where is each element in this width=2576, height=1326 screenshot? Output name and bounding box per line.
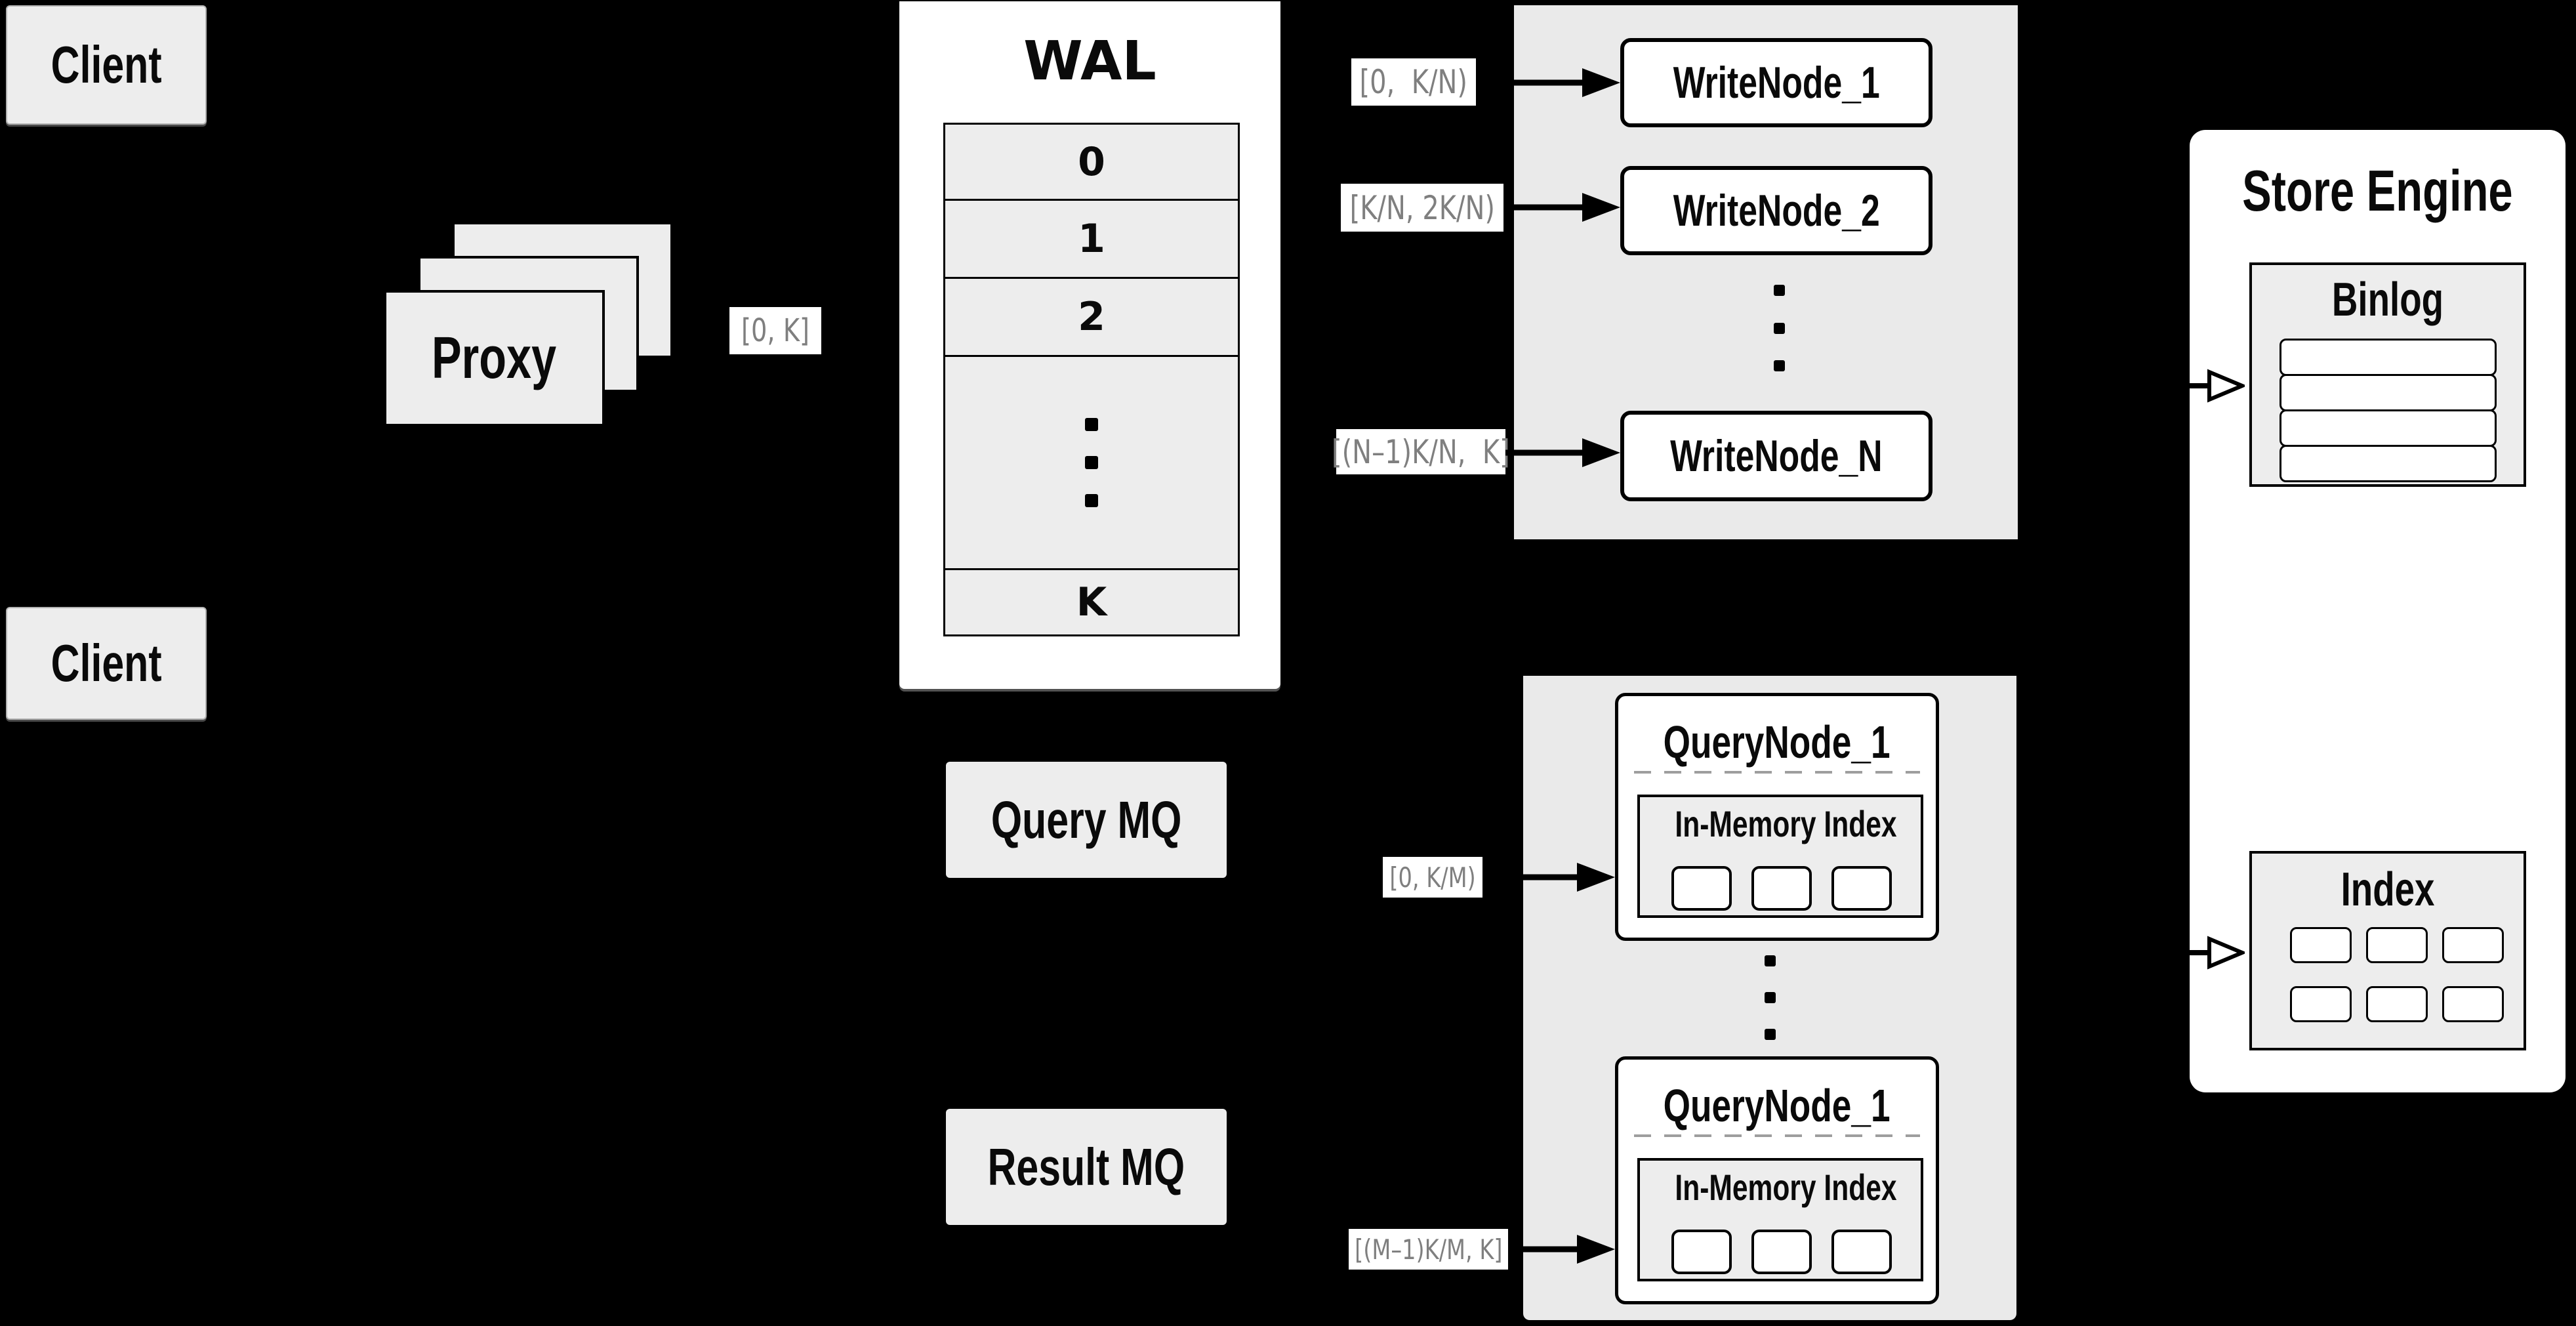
binlog-rows bbox=[2279, 339, 2497, 482]
ellipsis-dot bbox=[1765, 992, 1776, 1003]
index-cell bbox=[2366, 986, 2428, 1022]
index-cell bbox=[2366, 927, 2428, 963]
writenode-1-label: WriteNode_1 bbox=[1673, 58, 1880, 108]
index-box: Index bbox=[2249, 851, 2526, 1050]
querynode-top-title: QueryNode_1 bbox=[1664, 716, 1891, 768]
index-cell bbox=[2290, 927, 2352, 963]
querynode-top-box: QueryNode_1 In-Memory Index bbox=[1615, 693, 1939, 941]
wal-segment-0: 0 bbox=[945, 125, 1238, 199]
writenode-2-label: WriteNode_2 bbox=[1673, 186, 1880, 236]
ellipsis-dot bbox=[1765, 955, 1776, 966]
wal-table: 0 1 2 K bbox=[943, 123, 1240, 636]
range-label-proxy-out: [0, K] bbox=[729, 307, 821, 354]
in-memory-index-box-bottom: In-Memory Index bbox=[1637, 1158, 1923, 1281]
index-cell bbox=[2442, 927, 2504, 963]
client-box-top: Client bbox=[6, 5, 207, 125]
index-cell bbox=[2290, 986, 2352, 1022]
proxy-label: Proxy bbox=[432, 325, 557, 391]
binlog-row bbox=[2279, 374, 2497, 411]
memory-segment-cell bbox=[1831, 866, 1892, 911]
arrow-querynode-bottom-icon bbox=[1509, 1235, 1615, 1264]
memory-segment-cell bbox=[1751, 1230, 1812, 1274]
range-label-query-last: [(M–1)K/M, K] bbox=[1349, 1229, 1508, 1270]
wal-title: WAL bbox=[1023, 30, 1156, 93]
range-label-query-first: [0, K/M) bbox=[1383, 857, 1482, 898]
ellipsis-dot bbox=[1085, 418, 1098, 431]
arrow-binlog-icon bbox=[2153, 369, 2245, 403]
wal-segment-k: K bbox=[945, 568, 1238, 634]
wal-segment-2: 2 bbox=[945, 277, 1238, 355]
in-memory-index-title-top: In-Memory Index bbox=[1675, 803, 1897, 844]
querynode-bottom-title: QueryNode_1 bbox=[1664, 1080, 1891, 1131]
memory-segment-cell bbox=[1831, 1230, 1892, 1274]
in-memory-index-title-bottom: In-Memory Index bbox=[1675, 1167, 1897, 1208]
result-mq-box: Result MQ bbox=[946, 1109, 1227, 1225]
in-memory-index-box-top: In-Memory Index bbox=[1637, 795, 1923, 918]
memory-segment-cell bbox=[1671, 866, 1732, 911]
index-cell bbox=[2442, 986, 2504, 1022]
result-mq-label: Result MQ bbox=[987, 1137, 1185, 1196]
query-mq-box: Query MQ bbox=[946, 762, 1227, 878]
ellipsis-dot bbox=[1774, 323, 1785, 334]
arrow-index-icon bbox=[2153, 936, 2245, 970]
binlog-title: Binlog bbox=[2331, 274, 2444, 326]
store-engine-panel: Store Engine Binlog Index bbox=[2190, 130, 2566, 1092]
client-label-top: Client bbox=[51, 35, 162, 94]
binlog-row bbox=[2279, 339, 2497, 376]
querynode-bottom-box: QueryNode_1 In-Memory Index bbox=[1615, 1056, 1939, 1304]
ellipsis-dot bbox=[1765, 1029, 1776, 1040]
ellipsis-dot bbox=[1774, 360, 1785, 371]
client-label-bottom: Client bbox=[51, 634, 162, 692]
arrow-writenode-n-icon bbox=[1505, 438, 1620, 467]
memory-segments-top bbox=[1640, 866, 1921, 911]
writenode-n-box: WriteNode_N bbox=[1620, 411, 1932, 501]
memory-segment-cell bbox=[1751, 866, 1812, 911]
binlog-box: Binlog bbox=[2249, 262, 2526, 487]
arrow-querynode-top-icon bbox=[1484, 863, 1615, 892]
wal-segment-1: 1 bbox=[945, 199, 1238, 277]
querynode-top-separator bbox=[1634, 771, 1920, 774]
binlog-row bbox=[2279, 445, 2497, 482]
index-cells bbox=[2290, 927, 2524, 1022]
writenode-2-box: WriteNode_2 bbox=[1620, 166, 1932, 255]
binlog-row bbox=[2279, 409, 2497, 447]
query-mq-label: Query MQ bbox=[991, 790, 1182, 849]
writenode-1-box: WriteNode_1 bbox=[1620, 38, 1932, 127]
range-label-write-1: [0, K/N) bbox=[1351, 58, 1476, 106]
wal-box: WAL 0 1 2 K bbox=[899, 1, 1280, 689]
ellipsis-dot bbox=[1085, 456, 1098, 469]
arrow-writenode-1-icon bbox=[1476, 68, 1620, 97]
client-box-bottom: Client bbox=[6, 607, 207, 720]
ellipsis-dot bbox=[1085, 494, 1098, 507]
wal-ellipsis-row bbox=[945, 355, 1238, 568]
range-label-write-n: [(N–1)K/N, K] bbox=[1332, 429, 1510, 474]
index-title: Index bbox=[2341, 863, 2435, 916]
arrow-writenode-2-icon bbox=[1503, 193, 1620, 222]
writenode-n-label: WriteNode_N bbox=[1670, 431, 1883, 481]
range-label-write-2: [K/N, 2K/N) bbox=[1341, 184, 1503, 232]
memory-segments-bottom bbox=[1640, 1230, 1921, 1274]
proxy-card-front: Proxy bbox=[384, 290, 605, 426]
store-engine-title: Store Engine bbox=[2242, 158, 2513, 223]
querynode-bottom-separator bbox=[1634, 1134, 1920, 1137]
memory-segment-cell bbox=[1671, 1230, 1732, 1274]
ellipsis-dot bbox=[1774, 285, 1785, 296]
